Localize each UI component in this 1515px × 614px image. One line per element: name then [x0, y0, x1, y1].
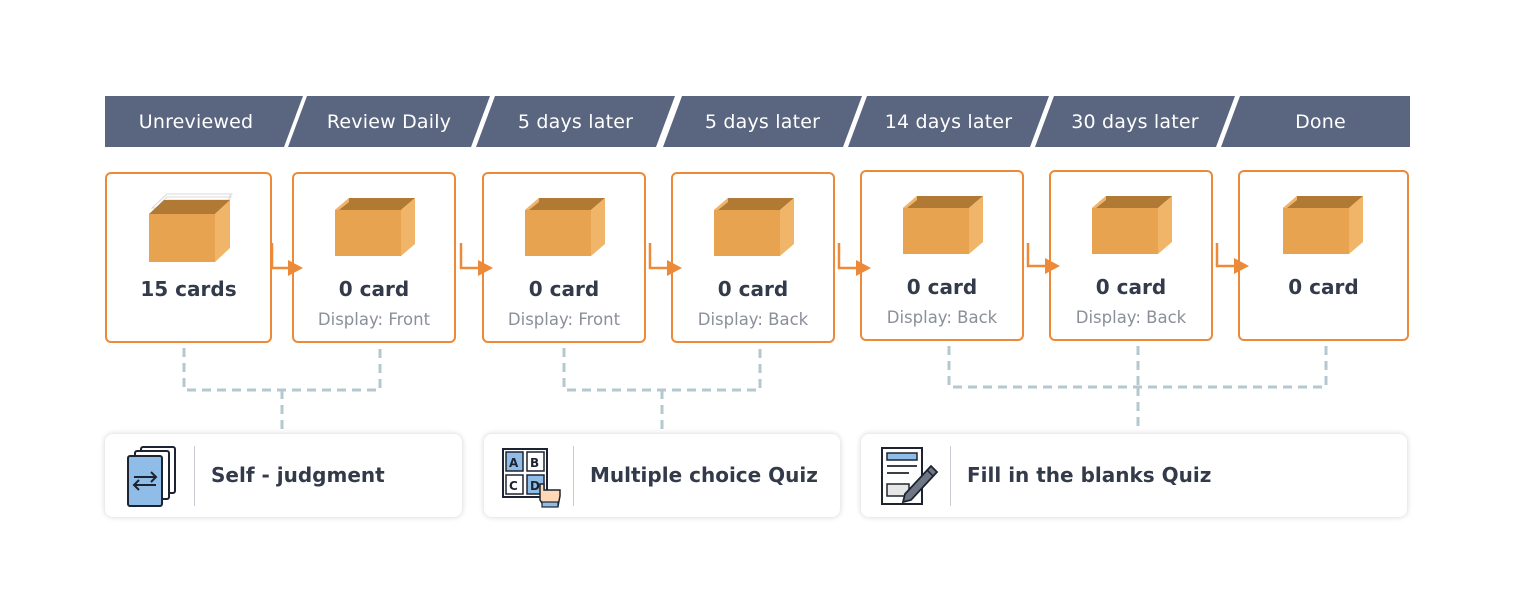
card-count: 0 card — [338, 277, 410, 301]
card-box-icon — [714, 198, 794, 256]
stage-box-review-daily: 0 card Display: Front — [292, 172, 456, 343]
abcd-choice-icon: A B C D — [502, 448, 561, 508]
stage-box-5-days-back: 0 card Display: Back — [671, 172, 835, 343]
svg-text:A: A — [509, 456, 519, 470]
display-mode: Display: Back — [697, 310, 809, 329]
quiz-divider — [950, 446, 951, 506]
stage-box-done: 0 card — [1238, 170, 1409, 341]
svg-text:B: B — [530, 456, 539, 470]
flow-arrow — [1215, 243, 1236, 268]
quiz-card-self-judgment[interactable]: Self - judgment — [105, 434, 462, 517]
card-box-icon — [149, 193, 234, 262]
stage-header-label: Review Daily — [326, 110, 452, 133]
display-mode: Display: Back — [886, 308, 998, 327]
stage-header-unreviewed: Unreviewed — [105, 96, 303, 147]
card-count: 15 cards — [140, 277, 237, 301]
card-box-icon — [1092, 196, 1172, 254]
quiz-label: Fill in the blanks Quiz — [967, 463, 1212, 487]
stage-header-done: Done — [1221, 96, 1410, 147]
card-count: 0 card — [906, 275, 978, 299]
card-box-icon — [903, 196, 983, 254]
display-mode: Display: Back — [1075, 308, 1187, 327]
dashed-group-multiple-choice — [562, 348, 762, 432]
stage-header-5-days-front: 5 days later — [476, 96, 675, 147]
card-count: 0 card — [528, 277, 600, 301]
card-box-icon — [1283, 196, 1363, 254]
quiz-divider — [573, 446, 574, 506]
svg-text:C: C — [509, 479, 518, 493]
stage-header-label: Unreviewed — [138, 110, 254, 133]
flow-arrow — [459, 243, 480, 270]
card-count: 0 card — [1095, 275, 1167, 299]
dashed-group-fill-blanks — [947, 346, 1328, 432]
stage-box-5-days-front: 0 card Display: Front — [482, 172, 646, 343]
stage-header-5-days-back: 5 days later — [663, 96, 862, 147]
flow-arrow — [1026, 243, 1047, 268]
stage-header-30-days: 30 days later — [1035, 96, 1235, 147]
dashed-groups — [182, 346, 1328, 432]
form-pencil-icon — [881, 447, 939, 505]
stage-box-unreviewed: 15 cards — [105, 172, 272, 343]
display-mode: Display: Front — [507, 310, 621, 329]
stage-header-label: 5 days later — [517, 110, 634, 133]
stage-header-label: Done — [1295, 110, 1346, 133]
stage-header-label: 30 days later — [1071, 110, 1199, 133]
quiz-card-fill-blanks[interactable]: Fill in the blanks Quiz — [861, 434, 1407, 517]
flow-arrow — [648, 243, 669, 270]
stage-header-label: 14 days later — [884, 110, 1013, 133]
stage-box-30-days: 0 card Display: Back — [1049, 170, 1213, 341]
flow-arrow — [837, 243, 858, 270]
stage-header-label: 5 days later — [704, 110, 821, 133]
display-mode: Display: Front — [317, 310, 431, 329]
quiz-card-multiple-choice[interactable]: A B C D Multiple choice Quiz — [484, 434, 840, 517]
card-box-icon — [335, 198, 415, 256]
flow-arrow — [270, 243, 290, 270]
flashcard-swap-icon — [127, 446, 176, 507]
stage-box-14-days: 0 card Display: Back — [860, 170, 1024, 341]
card-count: 0 card — [717, 277, 789, 301]
quiz-label: Self - judgment — [211, 463, 385, 487]
card-count: 0 card — [1288, 275, 1359, 299]
stage-header-14-days: 14 days later — [848, 96, 1049, 147]
stage-header-review-daily: Review Daily — [288, 96, 490, 147]
quiz-label: Multiple choice Quiz — [590, 463, 818, 487]
card-box-icon — [525, 198, 605, 256]
dashed-group-self-judgment — [182, 348, 382, 432]
quiz-divider — [194, 446, 195, 506]
svg-text:D: D — [530, 479, 540, 493]
